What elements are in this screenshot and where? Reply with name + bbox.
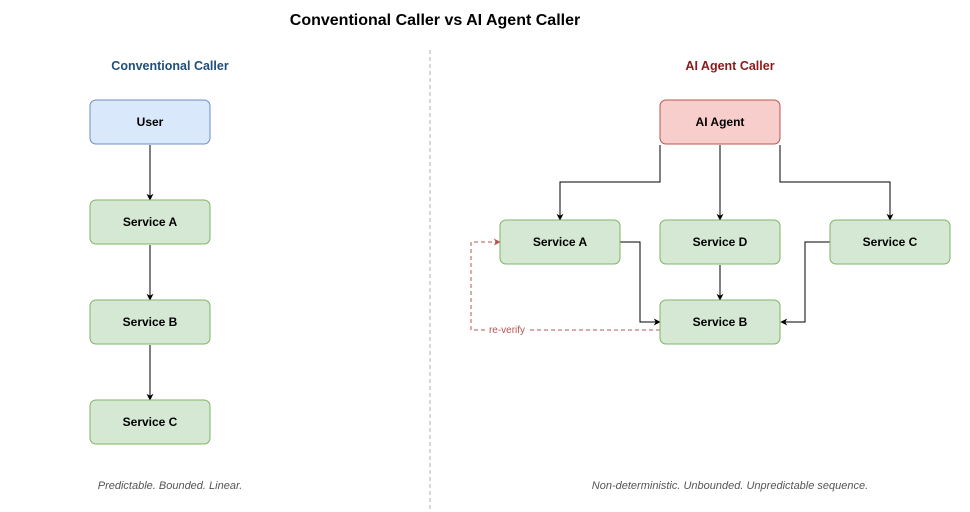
- node-service-c-left: Service C: [89, 399, 211, 445]
- reverify-label-background: [486, 323, 528, 336]
- reverify-label: re-verify: [489, 325, 525, 336]
- node-service-b-left: Service B: [89, 299, 211, 345]
- node-service-a-right-label: Service A: [533, 235, 588, 249]
- diagram-title: Conventional Caller vs AI Agent Caller: [290, 12, 580, 29]
- node-service-c-right-label: Service C: [863, 235, 918, 249]
- edge-service-a-to-service-b: [620, 241, 661, 326]
- conventional-caller-panel: Conventional Caller User Service A Servi…: [89, 59, 243, 492]
- node-ai-agent: AI Agent: [659, 99, 781, 145]
- ai-agent-caller-heading: AI Agent Caller: [685, 59, 774, 73]
- edge-agent-to-service-c: [779, 145, 894, 221]
- edge-reverify-service-b-to-service-a: [470, 238, 660, 331]
- node-service-b-left-label: Service B: [123, 315, 178, 329]
- node-service-a-left: Service A: [89, 199, 211, 245]
- conventional-caller-caption: Predictable. Bounded. Linear.: [98, 480, 243, 492]
- node-ai-agent-label: AI Agent: [696, 115, 745, 129]
- node-service-d: Service D: [659, 219, 781, 265]
- node-user: User: [89, 99, 211, 145]
- node-service-d-label: Service D: [693, 235, 748, 249]
- ai-agent-caller-caption: Non-deterministic. Unbounded. Unpredicta…: [592, 480, 868, 492]
- node-service-a-right: Service A: [499, 219, 621, 265]
- node-service-a-left-label: Service A: [123, 215, 178, 229]
- edge-agent-to-service-a: [556, 145, 661, 221]
- node-service-b-right-label: Service B: [693, 315, 748, 329]
- conventional-caller-heading: Conventional Caller: [111, 59, 229, 73]
- node-service-c-right: Service C: [829, 219, 951, 265]
- node-service-c-left-label: Service C: [123, 415, 178, 429]
- edge-service-c-to-service-b: [780, 241, 830, 326]
- node-service-b-right: Service B: [659, 299, 781, 345]
- ai-agent-caller-panel: AI Agent Caller re-verify AI Agent Servi…: [470, 59, 951, 492]
- node-user-label: User: [137, 115, 164, 129]
